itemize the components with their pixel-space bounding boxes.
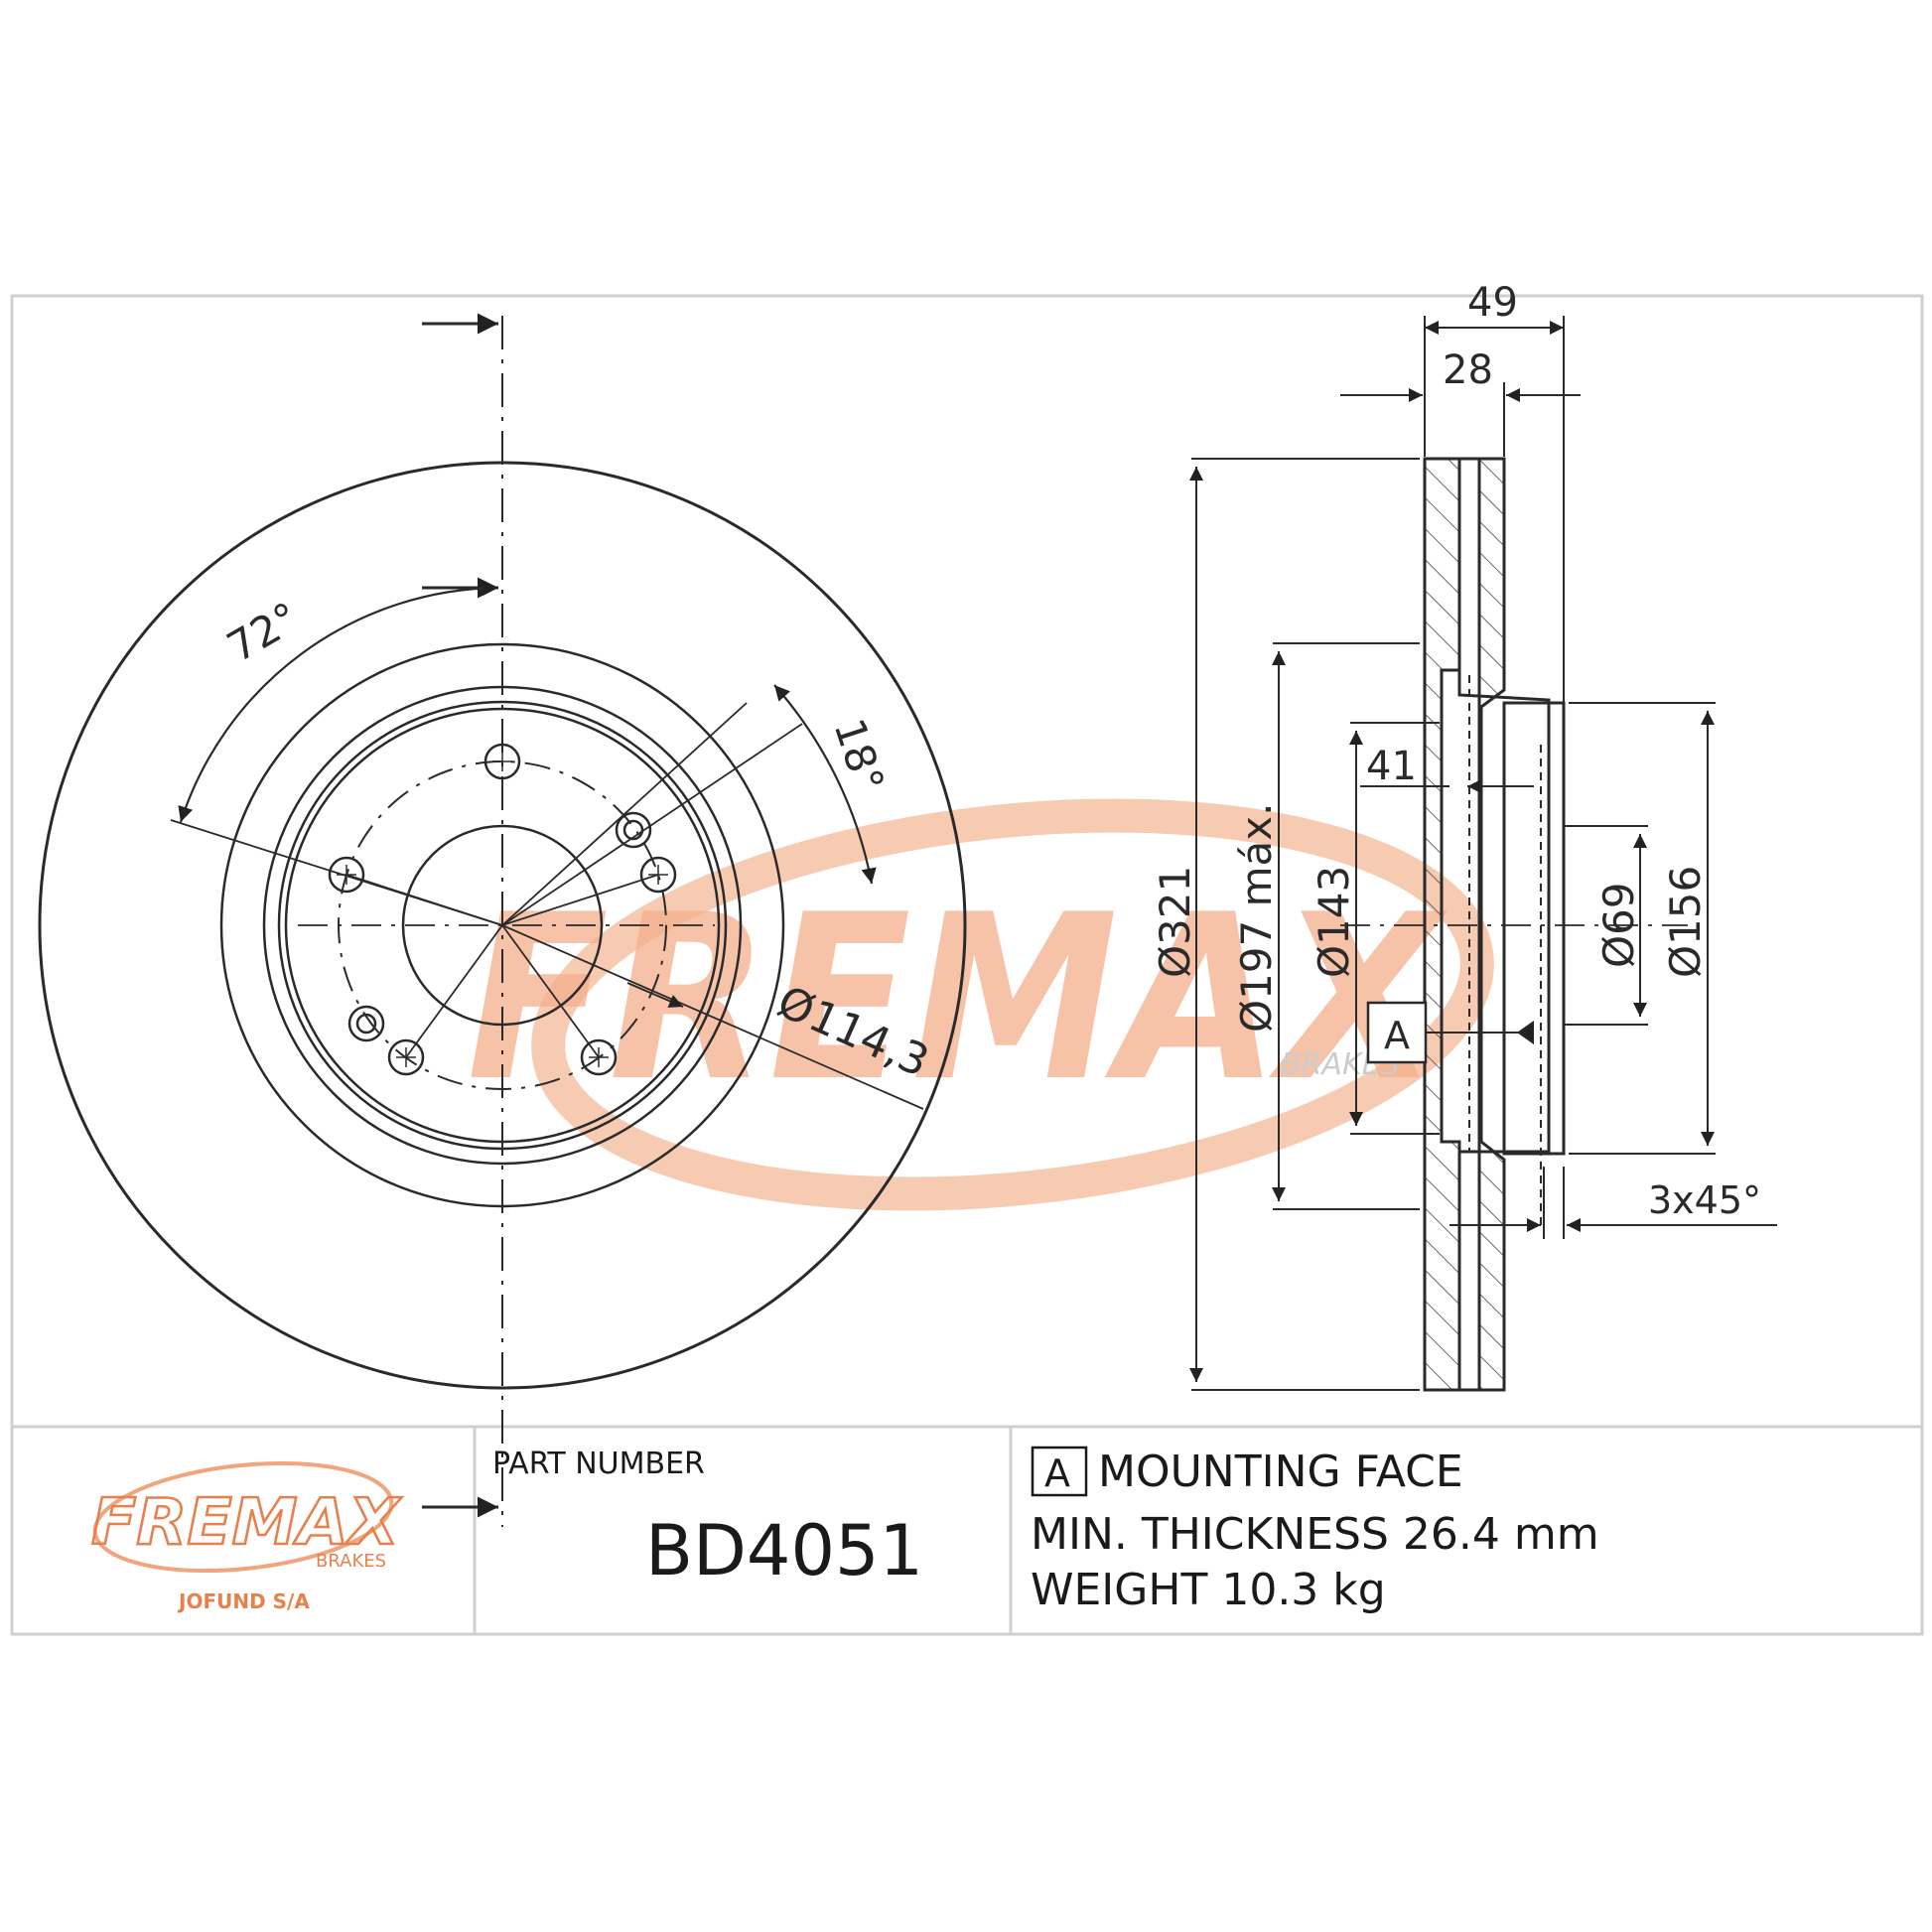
threaded-hole-inner: [355, 1013, 377, 1035]
threaded-hole: [347, 1005, 385, 1042]
dim-label-41: 41: [1366, 744, 1417, 789]
dim-label-143: Ø143: [1310, 866, 1358, 978]
bolt-hole: [580, 1038, 618, 1076]
logo-subtext: BRAKES: [316, 1551, 386, 1572]
company-name: JOFUND S/A: [177, 1589, 310, 1613]
threaded-hole: [615, 811, 652, 849]
hat-section: [1457, 670, 1551, 1154]
angle-arc-72: [178, 580, 499, 823]
logo-text: FREMAX: [91, 1486, 402, 1560]
side-dimensions: [1189, 316, 1777, 1391]
dim-label-321: Ø321: [1151, 866, 1199, 978]
weight-label: WEIGHT 10.3 kg: [1031, 1565, 1386, 1615]
datum-label: A: [1384, 1014, 1410, 1057]
part-number: BD4051: [645, 1510, 923, 1591]
hub-face: [1502, 701, 1566, 1156]
datum-box: [1366, 1001, 1428, 1064]
angle-label-18: 18°: [824, 713, 894, 798]
dim-label-49: 49: [1467, 280, 1518, 326]
pcd-leader-arrow: [626, 982, 684, 1008]
radial-lines: [170, 702, 924, 1110]
angle-arc-18: [773, 684, 877, 885]
dim-label-156: Ø156: [1661, 866, 1710, 978]
company-logo: FREMAX BRAKES JOFUND S/A: [90, 1460, 403, 1613]
dim-label-28: 28: [1443, 347, 1493, 393]
mounting-face-datum-letter: A: [1044, 1451, 1070, 1495]
dim-label-197: Ø197 máx.: [1232, 803, 1281, 1033]
drawing-frame: [10, 294, 1924, 1636]
dim-label-69: Ø69: [1594, 882, 1643, 968]
bolt-hole: [639, 856, 677, 894]
threaded-hole-inner: [622, 819, 644, 841]
bolt-hole: [387, 1038, 425, 1076]
dim-label-chamfer: 3x45°: [1648, 1178, 1761, 1222]
part-number-label: PART NUMBER: [492, 1447, 705, 1481]
mounting-face-label: MOUNTING FACE: [1098, 1447, 1463, 1497]
watermark-text: FREMAX: [467, 867, 1449, 1132]
mounting-face-datum-box: [1031, 1446, 1088, 1497]
bolt-hole: [328, 856, 365, 894]
front-view: [38, 313, 967, 1527]
min-thickness-label: MIN. THICKNESS 26.4 mm: [1031, 1509, 1599, 1560]
